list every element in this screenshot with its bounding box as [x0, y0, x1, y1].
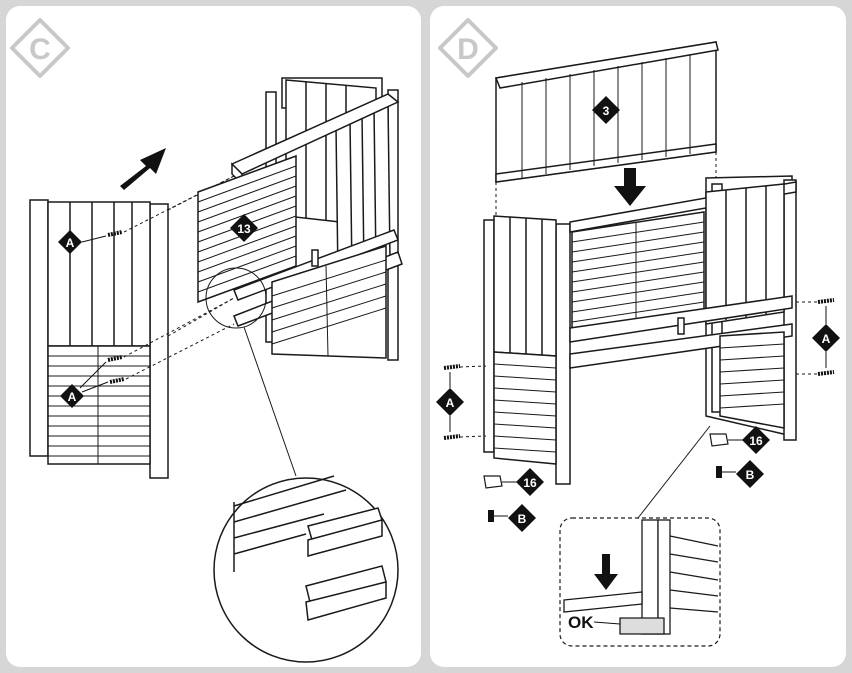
detail-marker	[205, 267, 267, 329]
inset-detail: OK	[559, 517, 721, 647]
step-d-illustration: D 3	[436, 18, 840, 647]
svg-text:A: A	[66, 236, 75, 250]
detail-leader	[243, 326, 297, 477]
arrow-down-small-icon	[594, 554, 618, 590]
svg-text:A: A	[68, 390, 77, 404]
svg-text:3: 3	[603, 104, 610, 118]
assembled-unit-d	[483, 175, 797, 485]
svg-text:A: A	[446, 396, 455, 410]
foot-part-16-left: 16 B	[483, 468, 544, 532]
step-letter-d: D	[457, 33, 479, 66]
callout-a-top: A	[58, 230, 107, 254]
ok-label: OK	[568, 613, 594, 632]
guide-lines-d	[495, 152, 717, 216]
arrow-icon	[120, 148, 166, 190]
callout-a-bottom: A	[60, 361, 109, 408]
svg-text:B: B	[746, 468, 755, 482]
end-panel-left	[29, 199, 169, 479]
step-badge-d: D	[438, 18, 498, 78]
step-letter-c: C	[29, 33, 51, 66]
step-badge-c: C	[10, 18, 70, 78]
arrow-down-icon	[614, 168, 646, 206]
screw-a-middle	[107, 355, 125, 384]
step-c-panel: C	[6, 6, 421, 667]
svg-text:B: B	[518, 512, 527, 526]
foot-part-16-right: 16 B	[709, 426, 770, 488]
callout-part-13: 13	[230, 214, 258, 242]
assembled-unit	[197, 77, 403, 361]
svg-text:13: 13	[237, 222, 251, 236]
step-c-illustration: C	[10, 18, 403, 663]
detail-zoom	[213, 475, 399, 663]
inset-leader	[637, 425, 711, 519]
guide-lines-screws	[459, 301, 818, 438]
svg-text:16: 16	[749, 434, 763, 448]
svg-text:16: 16	[523, 476, 537, 490]
screw-a-top	[107, 230, 123, 237]
callout-a-left: A	[436, 372, 464, 432]
step-d-panel: D 3	[430, 6, 846, 667]
callout-part-3: 3	[592, 96, 620, 124]
screws-a-left	[443, 364, 461, 440]
screws-a-right	[817, 298, 835, 376]
callout-a-right: A	[812, 306, 840, 368]
svg-text:A: A	[822, 332, 831, 346]
